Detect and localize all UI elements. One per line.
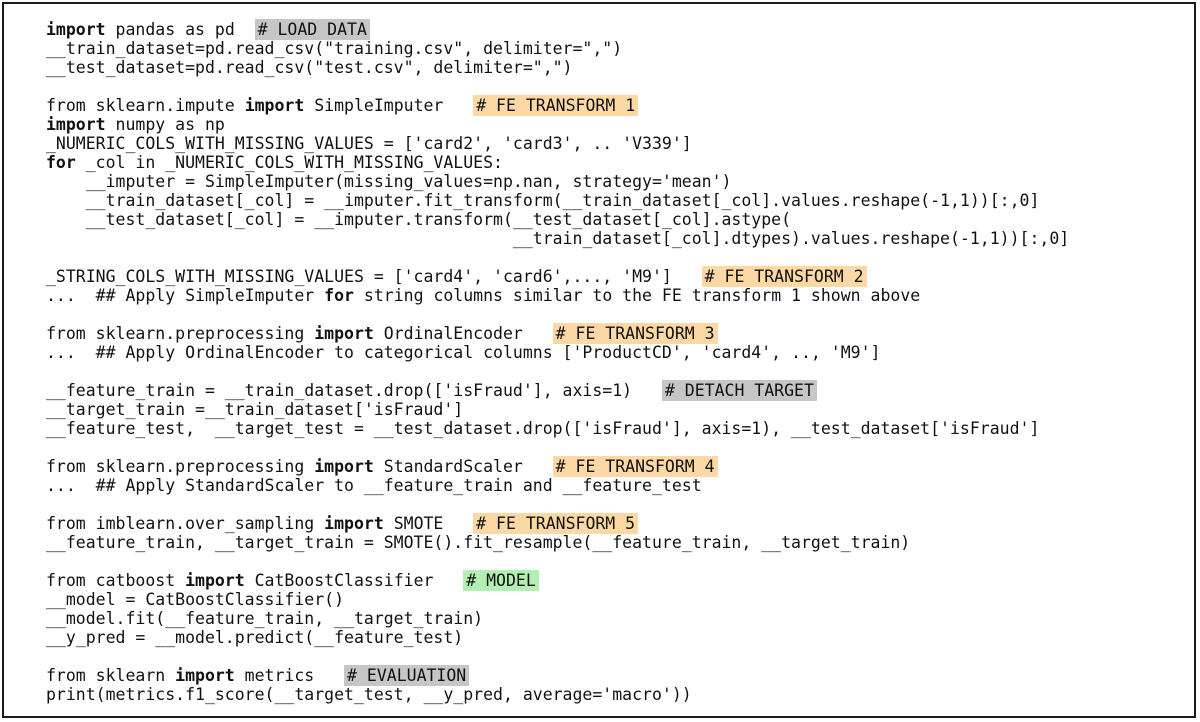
code-comment-highlight: # FE TRANSFORM 5 bbox=[473, 513, 639, 534]
code-token: from catboost bbox=[46, 571, 186, 590]
code-token: StandardScaler bbox=[373, 457, 553, 476]
code-token: __test_dataset=pd.read_csv("test.csv", d… bbox=[46, 58, 573, 77]
code-line: __test_dataset=pd.read_csv("test.csv", d… bbox=[46, 58, 1069, 77]
code-line: from sklearn.impute import SimpleImputer… bbox=[46, 95, 1069, 116]
code-token: import bbox=[185, 571, 245, 590]
code-line bbox=[46, 362, 1069, 381]
code-line: __train_dataset[_col].dtypes).values.res… bbox=[46, 229, 1069, 248]
code-token: __target_train =__train_dataset['isFraud… bbox=[46, 400, 464, 419]
code-token: from sklearn bbox=[46, 666, 176, 685]
code-line: import numpy as np bbox=[46, 115, 1069, 134]
code-token: from sklearn.preprocessing bbox=[46, 457, 315, 476]
code-line: ... ## Apply OrdinalEncoder to categoric… bbox=[46, 343, 1069, 362]
code-line: from imblearn.over_sampling import SMOTE… bbox=[46, 513, 1069, 534]
code-token: OrdinalEncoder bbox=[373, 324, 553, 343]
code-line: from sklearn.preprocessing import Ordina… bbox=[46, 323, 1069, 344]
code-token: _NUMERIC_COLS_WITH_MISSING_VALUES = ['ca… bbox=[46, 134, 692, 153]
code-line: __model = CatBoostClassifier() bbox=[46, 590, 1069, 609]
code-token: import bbox=[324, 514, 384, 533]
code-line bbox=[46, 552, 1069, 571]
code-line bbox=[46, 647, 1069, 666]
code-line: ... ## Apply SimpleImputer for string co… bbox=[46, 286, 1069, 305]
code-line: _NUMERIC_COLS_WITH_MISSING_VALUES = ['ca… bbox=[46, 134, 1069, 153]
code-token: ... ## Apply StandardScaler to __feature… bbox=[46, 476, 702, 495]
code-token: __feature_train, __target_train = SMOTE(… bbox=[46, 533, 911, 552]
code-token: from sklearn.impute bbox=[46, 96, 245, 115]
code-token: __train_dataset[_col].dtypes).values.res… bbox=[46, 229, 1070, 248]
code-line: from sklearn.preprocessing import Standa… bbox=[46, 456, 1069, 477]
code-comment-highlight: # FE TRANSFORM 2 bbox=[701, 266, 867, 287]
code-listing: import pandas as pd # LOAD DATA__train_d… bbox=[46, 19, 1069, 704]
code-line: for _col in _NUMERIC_COLS_WITH_MISSING_V… bbox=[46, 153, 1069, 172]
code-line: __test_dataset[_col] = __imputer.transfo… bbox=[46, 210, 1069, 229]
code-token: __feature_train = __train_dataset.drop([… bbox=[46, 381, 662, 400]
code-token: SMOTE bbox=[383, 514, 474, 533]
code-token: metrics bbox=[234, 666, 345, 685]
code-token: print(metrics.f1_score(__target_test, __… bbox=[46, 685, 692, 704]
code-token: __train_dataset=pd.read_csv("training.cs… bbox=[46, 39, 623, 58]
code-token: import bbox=[314, 457, 374, 476]
code-line: __train_dataset=pd.read_csv("training.cs… bbox=[46, 39, 1069, 58]
code-line: __feature_test, __target_test = __test_d… bbox=[46, 419, 1069, 438]
code-token: __feature_test, __target_test = __test_d… bbox=[46, 419, 1040, 438]
code-token: CatBoostClassifier bbox=[244, 571, 464, 590]
code-line: from sklearn import metrics # EVALUATION bbox=[46, 665, 1069, 686]
code-comment-highlight: # FE TRANSFORM 4 bbox=[552, 456, 718, 477]
code-line: import pandas as pd # LOAD DATA bbox=[46, 19, 1069, 40]
code-line bbox=[46, 495, 1069, 514]
code-line: print(metrics.f1_score(__target_test, __… bbox=[46, 685, 1069, 704]
code-token: _col in _NUMERIC_COLS_WITH_MISSING_VALUE… bbox=[75, 153, 503, 172]
code-line: _STRING_COLS_WITH_MISSING_VALUES = ['car… bbox=[46, 266, 1069, 287]
code-token: numpy as np bbox=[105, 115, 225, 134]
code-token: __test_dataset[_col] = __imputer.transfo… bbox=[46, 210, 792, 229]
code-line bbox=[46, 305, 1069, 324]
code-line bbox=[46, 77, 1069, 96]
code-comment-highlight: # FE TRANSFORM 1 bbox=[473, 95, 639, 116]
code-token: SimpleImputer bbox=[304, 96, 474, 115]
code-token: _STRING_COLS_WITH_MISSING_VALUES = ['car… bbox=[46, 267, 702, 286]
code-token: import bbox=[314, 324, 374, 343]
code-token: ... ## Apply SimpleImputer bbox=[46, 286, 325, 305]
code-line: __y_pred = __model.predict(__feature_tes… bbox=[46, 628, 1069, 647]
code-token: import bbox=[244, 96, 305, 115]
code-line bbox=[46, 438, 1069, 457]
code-token: __train_dataset[_col] = __imputer.fit_tr… bbox=[46, 191, 1040, 210]
code-token: __imputer = SimpleImputer(missing_values… bbox=[46, 172, 732, 191]
code-token: pandas as pd bbox=[105, 20, 255, 39]
code-comment-highlight: # DETACH TARGET bbox=[661, 380, 817, 401]
code-line: __imputer = SimpleImputer(missing_values… bbox=[46, 172, 1069, 191]
code-line: __target_train =__train_dataset['isFraud… bbox=[46, 400, 1069, 419]
code-comment-highlight: # MODEL bbox=[463, 570, 539, 591]
code-line bbox=[46, 248, 1069, 267]
code-line: __model.fit(__feature_train, __target_tr… bbox=[46, 609, 1069, 628]
code-token: for bbox=[324, 286, 354, 305]
code-token: import bbox=[175, 666, 235, 685]
code-token: from imblearn.over_sampling bbox=[46, 514, 325, 533]
code-comment-highlight: # LOAD DATA bbox=[254, 19, 370, 40]
code-comment-highlight: # FE TRANSFORM 3 bbox=[552, 323, 718, 344]
code-line: __feature_train = __train_dataset.drop([… bbox=[46, 380, 1069, 401]
code-token: from sklearn.preprocessing bbox=[46, 324, 315, 343]
code-token: ... ## Apply OrdinalEncoder to categoric… bbox=[46, 343, 881, 362]
code-comment-highlight: # EVALUATION bbox=[344, 665, 470, 686]
code-token: __model = CatBoostClassifier() bbox=[46, 590, 345, 609]
code-token: import bbox=[46, 115, 106, 134]
code-token: import bbox=[46, 20, 106, 39]
code-line: ... ## Apply StandardScaler to __feature… bbox=[46, 476, 1069, 495]
code-token: for bbox=[46, 153, 76, 172]
code-token: string columns similar to the FE transfo… bbox=[353, 286, 921, 305]
code-line: __feature_train, __target_train = SMOTE(… bbox=[46, 533, 1069, 552]
code-line: from catboost import CatBoostClassifier … bbox=[46, 570, 1069, 591]
code-line: __train_dataset[_col] = __imputer.fit_tr… bbox=[46, 191, 1069, 210]
code-token: __model.fit(__feature_train, __target_tr… bbox=[46, 609, 484, 628]
code-token: __y_pred = __model.predict(__feature_tes… bbox=[46, 628, 464, 647]
